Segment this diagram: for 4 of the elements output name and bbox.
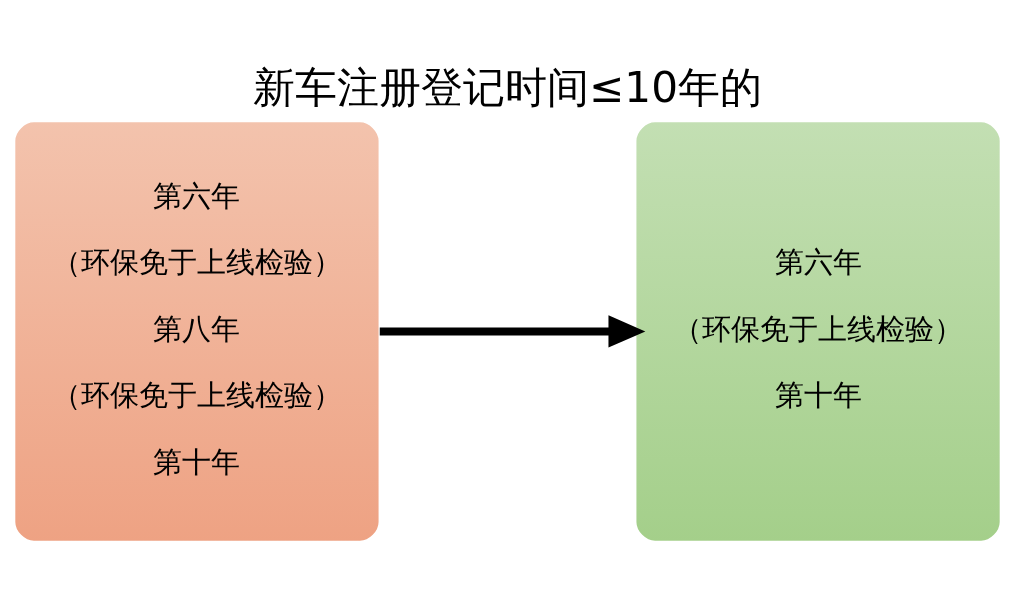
diagram-title: 新车注册登记时间≤10年的 [253,62,762,112]
node-box: 第六年 （环保免于上线检验） 第八年 （环保免于上线检验） 第十年 [13,120,381,543]
node-box: 第六年 （环保免于上线检验） 第十年 [634,120,1002,543]
arrow [379,315,646,348]
